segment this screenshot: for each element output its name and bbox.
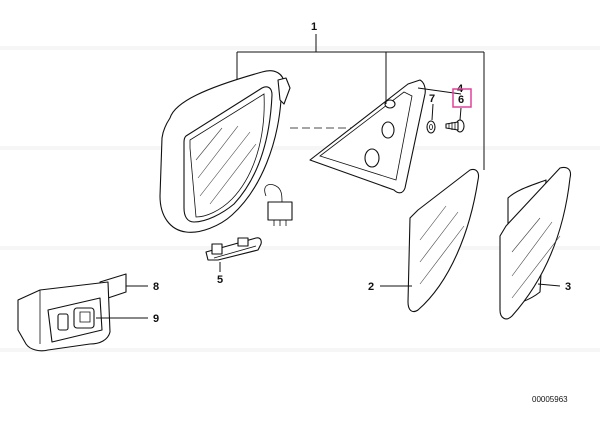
callout-1[interactable]: 1 — [311, 21, 317, 33]
callout-3[interactable]: 3 — [565, 281, 571, 293]
holder-clip — [205, 237, 262, 261]
callout-9[interactable]: 9 — [153, 313, 159, 325]
callout-6-highlight — [452, 88, 472, 108]
mirror-housing — [159, 70, 291, 233]
callout-2[interactable]: 2 — [368, 281, 374, 293]
screw — [445, 119, 465, 133]
callout-7[interactable]: 7 — [429, 93, 435, 105]
watermark-bands — [0, 46, 600, 352]
mirror-glass-2 — [407, 168, 480, 313]
mirror-switch — [17, 273, 127, 352]
callout-5[interactable]: 5 — [217, 274, 223, 286]
leader-lines — [96, 34, 561, 319]
callout-6[interactable]: 6 — [458, 94, 464, 106]
mirror-glass-3 — [499, 166, 572, 320]
catalog-number: 00005963 — [532, 395, 568, 404]
washer — [426, 120, 436, 134]
mirror-bracket — [309, 79, 426, 194]
mirror-cable — [264, 184, 293, 226]
callout-8[interactable]: 8 — [153, 281, 159, 293]
